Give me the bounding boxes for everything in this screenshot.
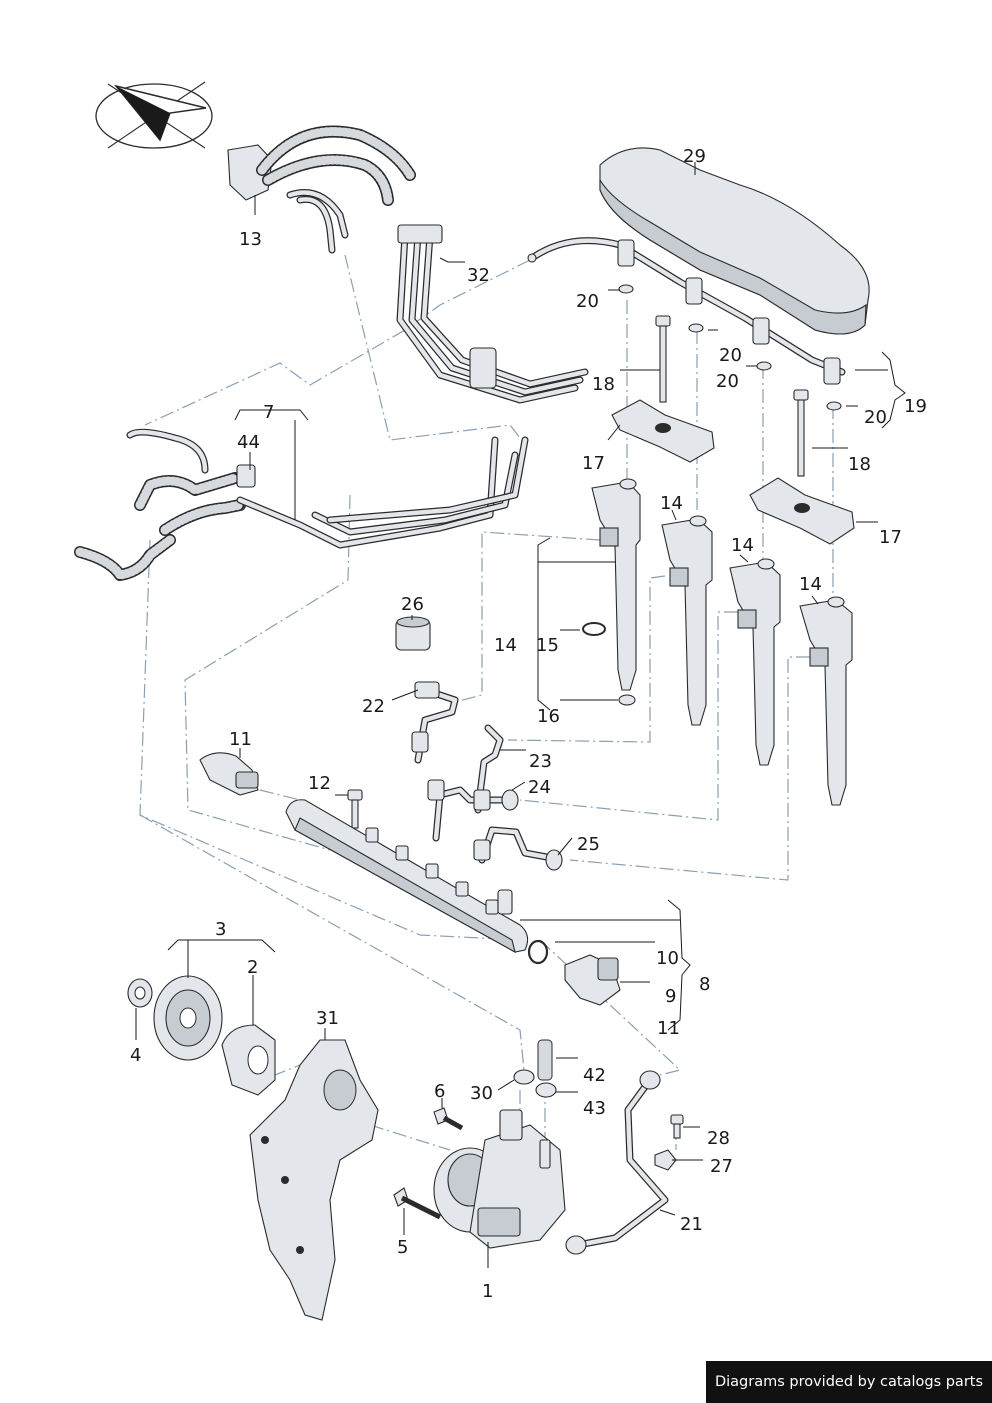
callout-25: 25 xyxy=(577,834,600,855)
callout-20-b: 20 xyxy=(719,345,742,366)
fuel-rail-part xyxy=(285,799,529,954)
fuel-line-bundle-part xyxy=(396,224,589,404)
callout-4: 4 xyxy=(130,1045,141,1066)
callout-30: 30 xyxy=(470,1083,493,1104)
callout-18-a: 18 xyxy=(592,374,615,395)
high-pressure-line-part xyxy=(565,1070,669,1255)
callout-14-a: 14 xyxy=(660,493,683,514)
callout-9: 9 xyxy=(665,986,676,1007)
callout-43: 43 xyxy=(583,1098,606,1119)
callout-28: 28 xyxy=(707,1128,730,1149)
hose-set-part xyxy=(227,125,416,254)
callout-7: 7 xyxy=(263,402,274,423)
direction-arrow-icon xyxy=(95,81,213,149)
injector-parts xyxy=(591,478,853,806)
callout-1: 1 xyxy=(482,1281,493,1302)
callout-14-d: 14 xyxy=(494,635,517,656)
callout-26: 26 xyxy=(401,594,424,615)
callout-20-c: 20 xyxy=(716,371,739,392)
bolt-12-part xyxy=(347,789,363,829)
pump-bolt-parts xyxy=(393,1107,464,1220)
callout-44: 44 xyxy=(237,432,260,453)
callout-18-b: 18 xyxy=(848,454,871,475)
clamp-parts xyxy=(611,399,855,545)
callout-11-a: 11 xyxy=(229,729,252,750)
callout-14-c: 14 xyxy=(799,574,822,595)
callout-27: 27 xyxy=(710,1156,733,1177)
sensor-part xyxy=(199,752,259,796)
callout-14-b: 14 xyxy=(731,535,754,556)
bracket-parts xyxy=(654,1114,684,1171)
callout-21: 21 xyxy=(680,1214,703,1235)
rail-sensor-parts xyxy=(527,939,621,1006)
callout-12: 12 xyxy=(308,773,331,794)
callout-15: 15 xyxy=(536,635,559,656)
callout-23: 23 xyxy=(529,751,552,772)
callout-42: 42 xyxy=(583,1065,606,1086)
callout-17-b: 17 xyxy=(879,527,902,548)
callout-22: 22 xyxy=(362,696,385,717)
callout-8: 8 xyxy=(699,974,710,995)
pump-hose-parts xyxy=(513,1039,557,1098)
return-line-part xyxy=(527,237,846,385)
callout-10: 10 xyxy=(656,948,679,969)
callout-5: 5 xyxy=(397,1237,408,1258)
callout-16: 16 xyxy=(537,706,560,727)
callout-11-b: 11 xyxy=(657,1018,680,1039)
callout-19: 19 xyxy=(904,396,927,417)
gear-assembly-parts xyxy=(127,975,276,1096)
pump-part xyxy=(433,1109,566,1249)
callout-29: 29 xyxy=(683,146,706,167)
seal-parts xyxy=(582,622,636,706)
callout-2: 2 xyxy=(247,957,258,978)
callout-6: 6 xyxy=(434,1081,445,1102)
washer-parts xyxy=(618,284,842,411)
callout-17-a: 17 xyxy=(582,453,605,474)
callout-labels: 29 13 32 20 20 20 20 19 18 18 17 17 7 44… xyxy=(130,146,927,1302)
leader-lines xyxy=(135,162,906,1268)
damper-part xyxy=(395,616,431,651)
hose-assembly-part xyxy=(74,428,529,581)
callout-32: 32 xyxy=(467,265,490,286)
footer-credit: Diagrams provided by catalogs parts xyxy=(706,1361,992,1403)
callout-31: 31 xyxy=(316,1008,339,1029)
engine-cover-part xyxy=(599,147,870,335)
callout-24: 24 xyxy=(528,777,551,798)
housing-part xyxy=(249,1039,379,1321)
callout-20-d: 20 xyxy=(864,407,887,428)
callout-3: 3 xyxy=(215,919,226,940)
callout-13: 13 xyxy=(239,229,262,250)
bolt-parts xyxy=(655,315,809,477)
callout-20-a: 20 xyxy=(576,291,599,312)
leader-dash-lines xyxy=(139,254,834,1151)
